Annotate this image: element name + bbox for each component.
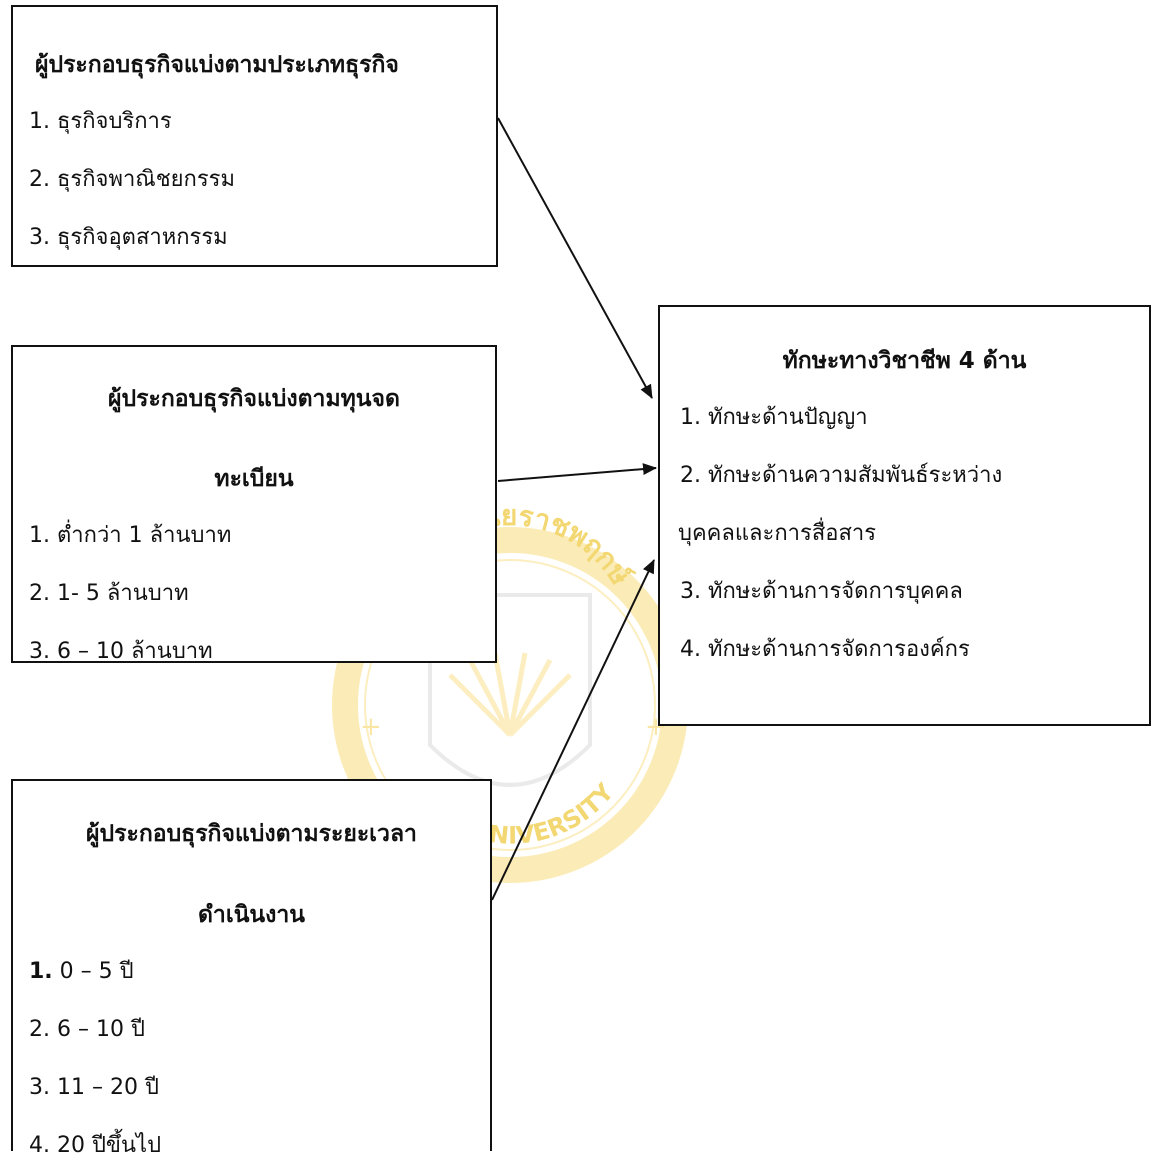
svg-text:+: +: [360, 712, 382, 742]
list-item: 1. ต่ำกว่า 1 ล้านบาท: [29, 523, 232, 548]
arrow-duration-to-skills: [491, 559, 655, 901]
list-item: 3. ธุรกิจอุตสาหกรรม: [29, 225, 228, 250]
operating-duration-title-line2: ดำเนินงาน: [197, 902, 306, 928]
list-item: 1. 0 – 5 ปี: [13, 943, 490, 1001]
registered-capital-title-line2: ทะเบียน: [214, 466, 294, 492]
list-item: 2. 6 – 10 ปี: [29, 1017, 145, 1042]
list-item: 1. ทักษะด้านปัญญา: [680, 405, 868, 430]
arrow-type-to-skills: [497, 117, 653, 399]
connector-arrows: [491, 117, 657, 901]
list-item: 1. ธุรกิจบริการ: [29, 109, 172, 134]
business-type-box: ผู้ประกอบธุรกิจแบ่งตามประเภทธุรกิจ 1. ธุ…: [11, 5, 498, 267]
list-number: 1.: [29, 959, 53, 984]
business-type-title: ผู้ประกอบธุรกิจแบ่งตามประเภทธุรกิจ: [35, 52, 399, 78]
operating-duration-title-line1: ผู้ประกอบธุรกิจแบ่งตามระยะเวลา: [86, 821, 417, 847]
list-item: 3. ทักษะด้านการจัดการบุคคล: [680, 579, 963, 604]
list-text: 0 – 5 ปี: [52, 959, 134, 984]
arrow-capital-to-skills: [497, 463, 657, 482]
list-item: 2. ธุรกิจพาณิชยกรรม: [29, 167, 235, 192]
list-item: 2. 1- 5 ล้านบาท: [29, 581, 189, 606]
registered-capital-box: ผู้ประกอบธุรกิจแบ่งตามทุนจด ทะเบียน 1. ต…: [11, 345, 497, 664]
registered-capital-title-line1: ผู้ประกอบธุรกิจแบ่งตามทุนจด: [108, 386, 400, 412]
list-item: 4. ทักษะด้านการจัดการองค์กร: [680, 637, 970, 662]
professional-skills-box: ทักษะทางวิชาชีพ 4 ด้าน 1. ทักษะด้านปัญญา…: [658, 305, 1151, 726]
list-item: 2. ทักษะด้านความสัมพันธ์ระหว่าง: [680, 463, 1003, 488]
list-item: 3. 11 – 20 ปี: [29, 1075, 159, 1100]
professional-skills-title: ทักษะทางวิชาชีพ 4 ด้าน: [782, 348, 1027, 374]
list-item: 3. 6 – 10 ล้านบาท: [29, 639, 213, 664]
list-item-continuation: บุคคลและการสื่อสาร: [678, 521, 877, 546]
operating-duration-box: ผู้ประกอบธุรกิจแบ่งตามระยะเวลา ดำเนินงาน…: [11, 779, 492, 1158]
